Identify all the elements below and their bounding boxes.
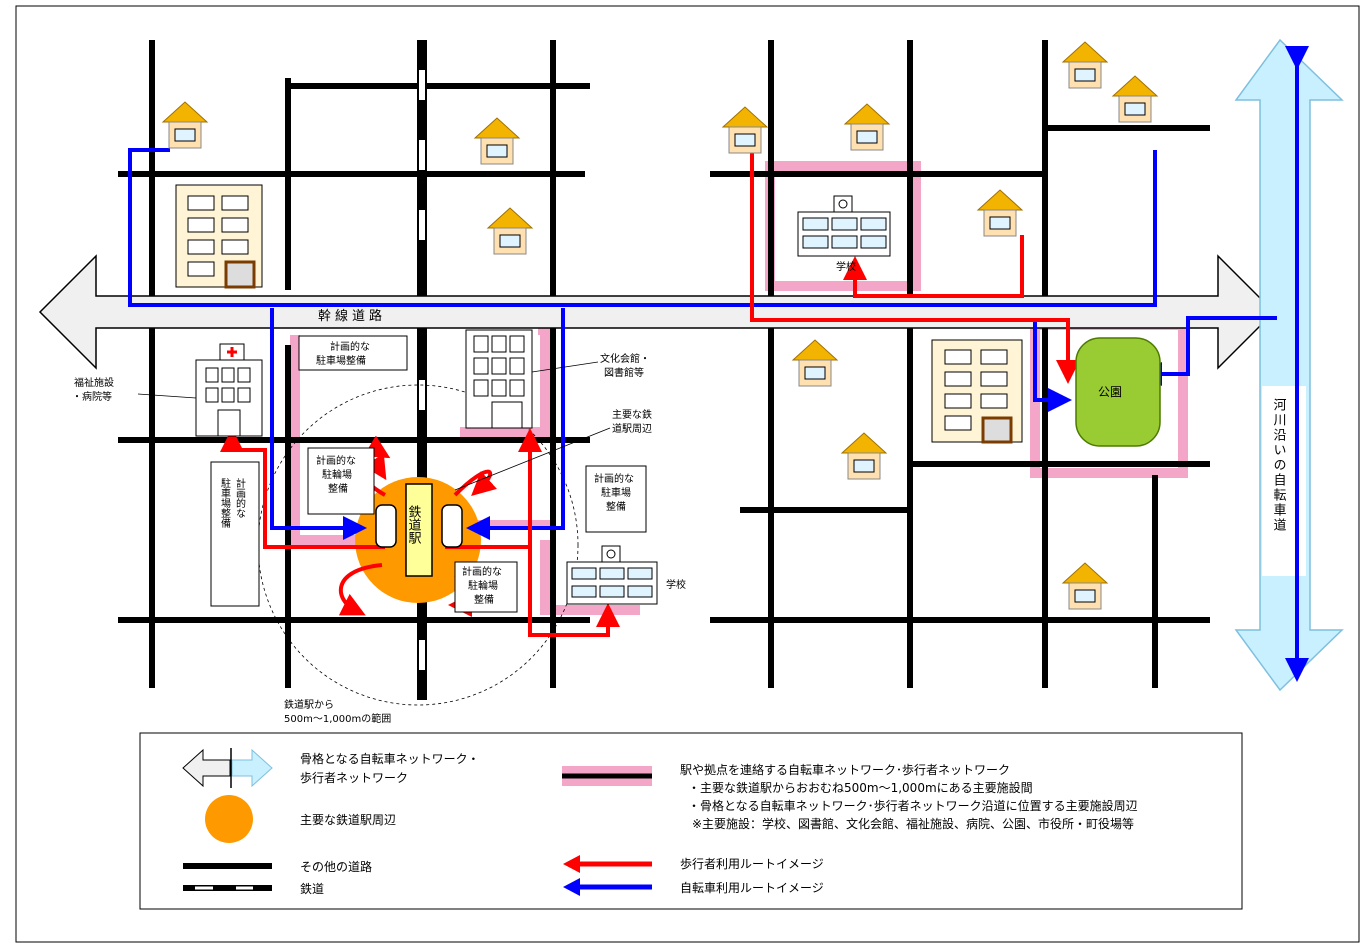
bike-rack-left: [375, 504, 397, 548]
legend-station-area-icon: [205, 795, 253, 843]
legend-linking-network-icon: [562, 766, 652, 786]
parking-top-label-2: 駐車場整備: [316, 354, 366, 367]
legend-station-area-label: 主要な鉄道駅周辺: [300, 812, 396, 827]
school-label-bottom: 学校: [666, 578, 686, 591]
culture-label-1: 文化会館・: [600, 352, 650, 365]
bike-parking-left-label-2: 駐輪場: [322, 468, 352, 481]
legend-backbone-arrow-left: [182, 748, 231, 788]
bike-parking-right-label-2: 駐輪場: [468, 579, 498, 592]
apartment-building-icon: [931, 339, 1023, 444]
legend: 骨格となる自転車ネットワーク・ 歩行者ネットワーク 主要な鉄道駅周辺 その他の道…: [139, 732, 1243, 910]
legend-linking-note-2: ・骨格となる自転車ネットワーク･歩行者ネットワーク沿道に位置する主要施設周辺: [688, 798, 1138, 813]
pedestrian-routes: [220, 150, 1080, 637]
bike-parking-right-label-3: 整備: [474, 593, 494, 606]
bike-rack-right: [441, 504, 463, 548]
school-icon: [566, 545, 658, 605]
library-building-icon: [465, 329, 533, 429]
legend-backbone-label-2: 歩行者ネットワーク: [300, 770, 408, 785]
legend-bicycle-label: 自転車利用ルートイメージ: [680, 881, 824, 895]
station-range-circle: [257, 384, 579, 706]
legend-pedestrian-label: 歩行者利用ルートイメージ: [680, 856, 824, 871]
bike-parking-left-label-1: 計画的な: [316, 454, 356, 467]
station-area-label-1: 主要な鉄: [612, 408, 652, 421]
bike-parking-left-label-3: 整備: [328, 482, 348, 495]
parking-left-label-2: 駐車場整備: [219, 477, 231, 529]
bicycle-routes: [128, 46, 1309, 682]
main-road-label: 幹線道路: [318, 308, 386, 324]
parking-right-label-1: 計画的な: [594, 472, 634, 485]
station-area-label-2: 道駅周辺: [612, 422, 652, 435]
parking-top-label-1: 計画的な: [330, 340, 370, 353]
bike-parking-right-label-1: 計画的な: [462, 565, 502, 578]
parking-left-label-1: 計画的な: [234, 477, 246, 518]
legend-linking-network-label: 駅や拠点を連絡する自転車ネットワーク･歩行者ネットワーク: [680, 762, 1010, 777]
school-icon: [797, 195, 891, 257]
legend-bicycle-arrow: [563, 878, 652, 896]
range-label-1: 鉄道駅から: [284, 698, 334, 711]
river-path-label: 河川沿いの自転車道: [1271, 398, 1287, 533]
callout-lines: [137, 361, 611, 491]
legend-linking-note-1: ・主要な鉄道駅からおおむね500m～1,000mにある主要施設間: [688, 780, 1033, 795]
legend-railway-label: 鉄道: [300, 881, 324, 896]
welfare-label-2: ・病院等: [72, 390, 112, 403]
legend-linking-note-3: ※主要施設：学校、図書館、文化会館、福祉施設、病院、公園、市役所・町役場等: [692, 816, 1134, 831]
station-building: [405, 483, 433, 577]
park-icon: [1075, 337, 1161, 447]
river-path-arrow: [1234, 38, 1344, 692]
park-label: 公園: [1098, 385, 1122, 399]
station-label: 鉄道駅: [406, 505, 422, 545]
parking-right-label-2: 駐車場: [601, 486, 631, 499]
linking-network-bands: [290, 161, 1188, 615]
legend-other-roads-label: その他の道路: [300, 859, 372, 874]
legend-pedestrian-arrow: [563, 855, 652, 873]
school-label-top: 学校: [836, 260, 856, 273]
legend-backbone-arrow-right: [231, 748, 273, 788]
outer-border: [15, 5, 1360, 943]
range-label-2: 500m～1,000mの範囲: [284, 712, 391, 725]
annotation-boxes: [210, 335, 647, 613]
welfare-label-1: 福祉施設: [74, 376, 114, 389]
hospital-icon: [195, 343, 263, 437]
apartment-building-icon: [175, 184, 263, 289]
culture-label-2: 図書館等: [604, 366, 644, 379]
legend-backbone-label-1: 骨格となる自転車ネットワーク・: [300, 751, 479, 766]
parking-right-label-3: 整備: [606, 500, 626, 513]
other-roads: [118, 40, 1210, 688]
